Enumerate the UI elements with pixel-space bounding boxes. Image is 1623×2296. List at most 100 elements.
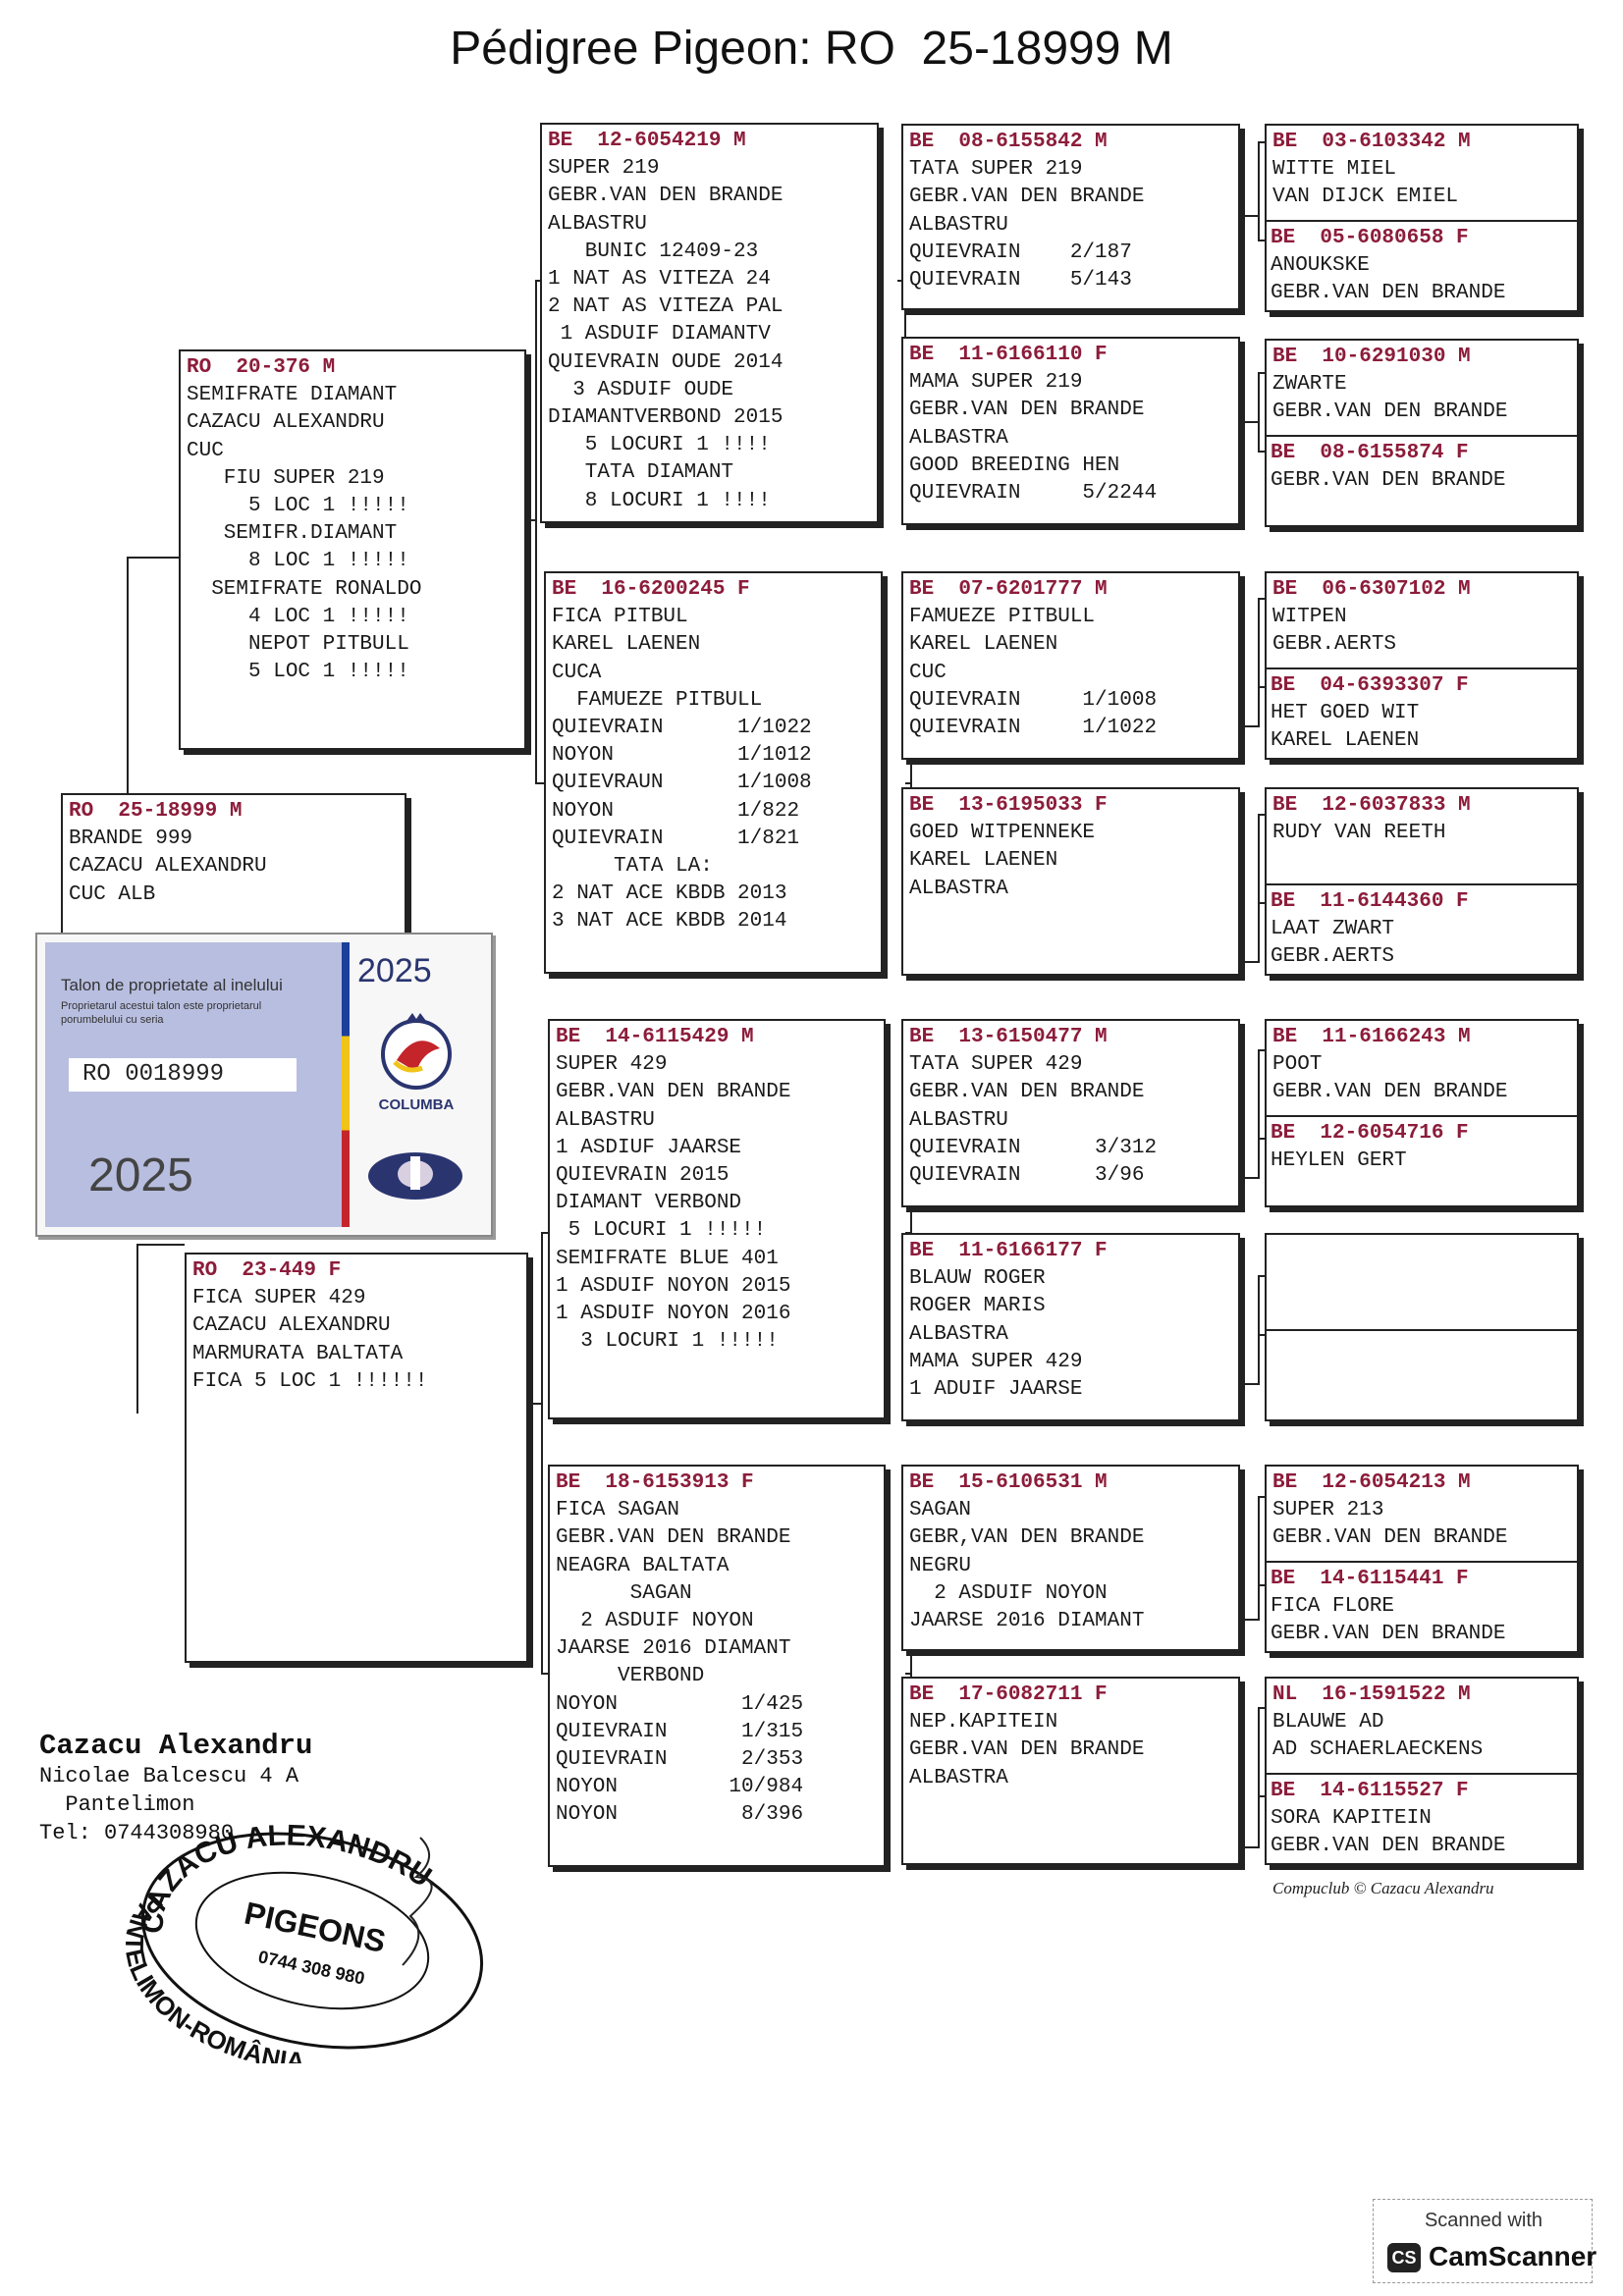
ring-number: BE 05-6080658 F (1271, 227, 1469, 249)
pigeon-line: QUIEVRAIN 2/187 (909, 240, 1132, 264)
pigeon-line: QUIEVRAIN 1/315 (556, 1720, 804, 1743)
ring-number: BE 10-6291030 M (1272, 346, 1471, 368)
pigeon-line: QUIEVRAUN 1/1008 (552, 772, 812, 795)
pigeon-line: KAREL LAENEN (909, 633, 1058, 657)
pigeon-line: POOT (1272, 1053, 1323, 1077)
ring-number: BE 14-6115441 F (1271, 1568, 1469, 1590)
pigeon-line: TATA SUPER 219 (909, 158, 1083, 182)
pigeon-line: ALBASTRA (909, 1322, 1008, 1346)
pigeon-line: FICA 5 LOC 1 !!!!!! (192, 1369, 428, 1393)
owner-address-line: Pantelimon (39, 1792, 195, 1817)
pigeon-line: GOED WITPENNEKE (909, 822, 1096, 845)
pigeon-line: GEBR,VAN DEN BRANDE (909, 1526, 1145, 1550)
pigeon-line: BUNIC 12409-23 (548, 240, 759, 263)
pigeon-line: JAARSE 2016 DIAMANT (556, 1637, 791, 1661)
pigeon-group-4: BE 12-6037833 M RUDY VAN REETH BE 11-614… (1265, 787, 1579, 976)
pigeon-line: KAREL LAENEN (909, 849, 1058, 873)
ring-number: BE 13-6195033 F (909, 794, 1108, 817)
pigeon-sub-entry: BE 08-6155874 F GEBR.VAN DEN BRANDE (1267, 435, 1577, 495)
pigeon-line: NEPOT PITBULL (187, 633, 409, 657)
camscanner-logo-icon: CS (1387, 2243, 1421, 2272)
pigeon-line: 8 LOC 1 !!!!! (187, 550, 409, 573)
pigeon-line: GEBR.VAN DEN BRANDE (909, 1081, 1145, 1104)
pigeon-line: 5 LOCURI 1 !!!!! (556, 1219, 767, 1243)
ring-number: BE 11-6144360 F (1271, 890, 1469, 913)
pigeon-line: VERBOND (556, 1665, 705, 1688)
pigeon-line: GEBR.VAN DEN BRANDE (1272, 1081, 1508, 1104)
pigeon-line: GEBR.VAN DEN BRANDE (1271, 469, 1506, 493)
card-year-large: 2025 (88, 1149, 193, 1201)
ring-number: BE 12-6037833 M (1272, 794, 1471, 817)
pigeon-dam-dam: BE 18-6153913 F FICA SAGAN GEBR.VAN DEN … (548, 1465, 886, 1867)
pigeon-line: FICA PITBUL (552, 606, 688, 629)
pigeon-line: GEBR.VAN DEN BRANDE (556, 1526, 791, 1550)
pigeon-group-5: BE 11-6166243 M POOT GEBR.VAN DEN BRANDE… (1265, 1019, 1579, 1207)
pigeon-sss: BE 08-6155842 M TATA SUPER 219 GEBR.VAN … (901, 124, 1240, 310)
pigeon-line: 5 LOC 1 !!!!! (187, 495, 409, 518)
pigeon-line: GEBR.AERTS (1272, 633, 1397, 657)
pigeon-line: DIAMANTVERBOND 2015 (548, 406, 784, 430)
ring-number: BE 08-6155842 M (909, 131, 1108, 153)
pigeon-sub-entry (1267, 1329, 1577, 1334)
card-subtitle: Proprietarul acestui talon este propriet… (61, 1000, 262, 1026)
ring-number: BE 06-6307102 M (1272, 578, 1471, 601)
owner-address-line: Nicolae Balcescu 4 A (39, 1764, 299, 1789)
pigeon-line: KAREL LAENEN (552, 633, 701, 657)
pigeon-line: 2 NAT AS VITEZA PAL (548, 295, 784, 319)
pigeon-line: 1 ADUIF JAARSE (909, 1378, 1083, 1402)
ring-number: RO 20-376 M (187, 356, 336, 379)
ring-number: BE 12-6054716 F (1271, 1122, 1469, 1145)
pigeon-line: SEMIFR.DIAMANT (187, 522, 398, 546)
ring-number: BE 12-6054219 M (548, 130, 746, 152)
pigeon-group-7: BE 12-6054213 M SUPER 213 GEBR.VAN DEN B… (1265, 1465, 1579, 1653)
pigeon-line: FICA SUPER 429 (192, 1287, 366, 1310)
pigeon-sub-entry: BE 11-6144360 F LAAT ZWART GEBR.AERTS (1267, 883, 1577, 972)
pigeon-line: BLAUWE AD (1272, 1711, 1384, 1735)
ring-number: BE 13-6150477 M (909, 1026, 1108, 1048)
pigeon-sire-sire: BE 12-6054219 M SUPER 219 GEBR.VAN DEN B… (540, 123, 879, 523)
ring-number: BE 18-6153913 F (556, 1471, 754, 1494)
pigeon-line: QUIEVRAIN 2015 (556, 1164, 730, 1188)
pigeon-line: QUIEVRAIN 2/353 (556, 1748, 804, 1772)
pigeon-sds: BE 07-6201777 M FAMUEZE PITBULL KAREL LA… (901, 571, 1240, 760)
ring-number: BE 11-6166177 F (909, 1240, 1108, 1262)
owner-stamp-icon: CAZACU ALEXANDRU PANTELIMON-ROMÂNIA PIGE… (126, 1818, 484, 2063)
pigeon-line: 2 ASDUIF NOYON (909, 1581, 1108, 1605)
pigeon-line: TATA SUPER 429 (909, 1053, 1083, 1077)
ring-number: BE 14-6115429 M (556, 1026, 754, 1048)
pigeon-dsd: BE 11-6166177 F BLAUW ROGER ROGER MARIS … (901, 1233, 1240, 1421)
pigeon-sire: RO 20-376 M SEMIFRATE DIAMANT CAZACU ALE… (179, 349, 526, 750)
pigeon-line: QUIEVRAIN 3/312 (909, 1136, 1158, 1159)
pigeon-line: MAMA SUPER 219 (909, 371, 1083, 395)
pigeon-line: 8 LOCURI 1 !!!! (548, 489, 771, 512)
ring-number: BE 15-6106531 M (909, 1471, 1108, 1494)
pigeon-line: JAARSE 2016 DIAMANT (909, 1610, 1145, 1633)
pigeon-line: GEBR.VAN DEN BRANDE (909, 1738, 1145, 1762)
pigeon-line: QUIEVRAIN 3/96 (909, 1164, 1145, 1188)
pigeon-line: GEBR.VAN DEN BRANDE (1272, 1526, 1508, 1550)
pigeon-group-3: BE 06-6307102 M WITPEN GEBR.AERTS BE 04-… (1265, 571, 1579, 760)
pigeon-line: SEMIFRATE RONALDO (187, 577, 422, 601)
pigeon-line: RUDY VAN REETH (1272, 822, 1446, 845)
ring-ownership-card: Talon de proprietate al inelului Proprie… (35, 933, 493, 1237)
pigeon-line: 1 ASDUIF DIAMANTV (548, 323, 771, 347)
pigeon-line: NEP.KAPITEIN (909, 1711, 1058, 1735)
ring-number: BE 08-6155874 F (1271, 442, 1469, 464)
pigeon-dam-sire: BE 14-6115429 M SUPER 429 GEBR.VAN DEN B… (548, 1019, 886, 1419)
pigeon-line: GEBR.VAN DEN BRANDE (548, 185, 784, 208)
pigeon-line: CUC ALB (69, 882, 156, 906)
pigeon-line: FICA SAGAN (556, 1499, 680, 1522)
owner-name: Cazacu Alexandru (39, 1730, 313, 1762)
pigeon-sdd: BE 13-6195033 F GOED WITPENNEKE KAREL LA… (901, 787, 1240, 976)
pigeon-line: MAMA SUPER 429 (909, 1350, 1083, 1373)
pigeon-line: GEBR.AERTS (1271, 945, 1395, 969)
pigeon-group-8: NL 16-1591522 M BLAUWE AD AD SCHAERLAECK… (1265, 1677, 1579, 1865)
pigeon-line: 1 ASDUIF NOYON 2016 (556, 1303, 791, 1326)
pigeon-line: SEMIFRATE DIAMANT (187, 384, 398, 407)
ring-serial: RO 0018999 (69, 1058, 297, 1092)
ring-number: BE 11-6166110 F (909, 344, 1108, 366)
camscanner-watermark: Scanned with CS CamScanner (1373, 2199, 1596, 2283)
pigeon-dds: BE 15-6106531 M SAGAN GEBR,VAN DEN BRAND… (901, 1465, 1240, 1651)
pigeon-line: QUIEVRAIN 1/1022 (552, 717, 812, 740)
pigeon-line: LAAT ZWART (1271, 918, 1395, 941)
